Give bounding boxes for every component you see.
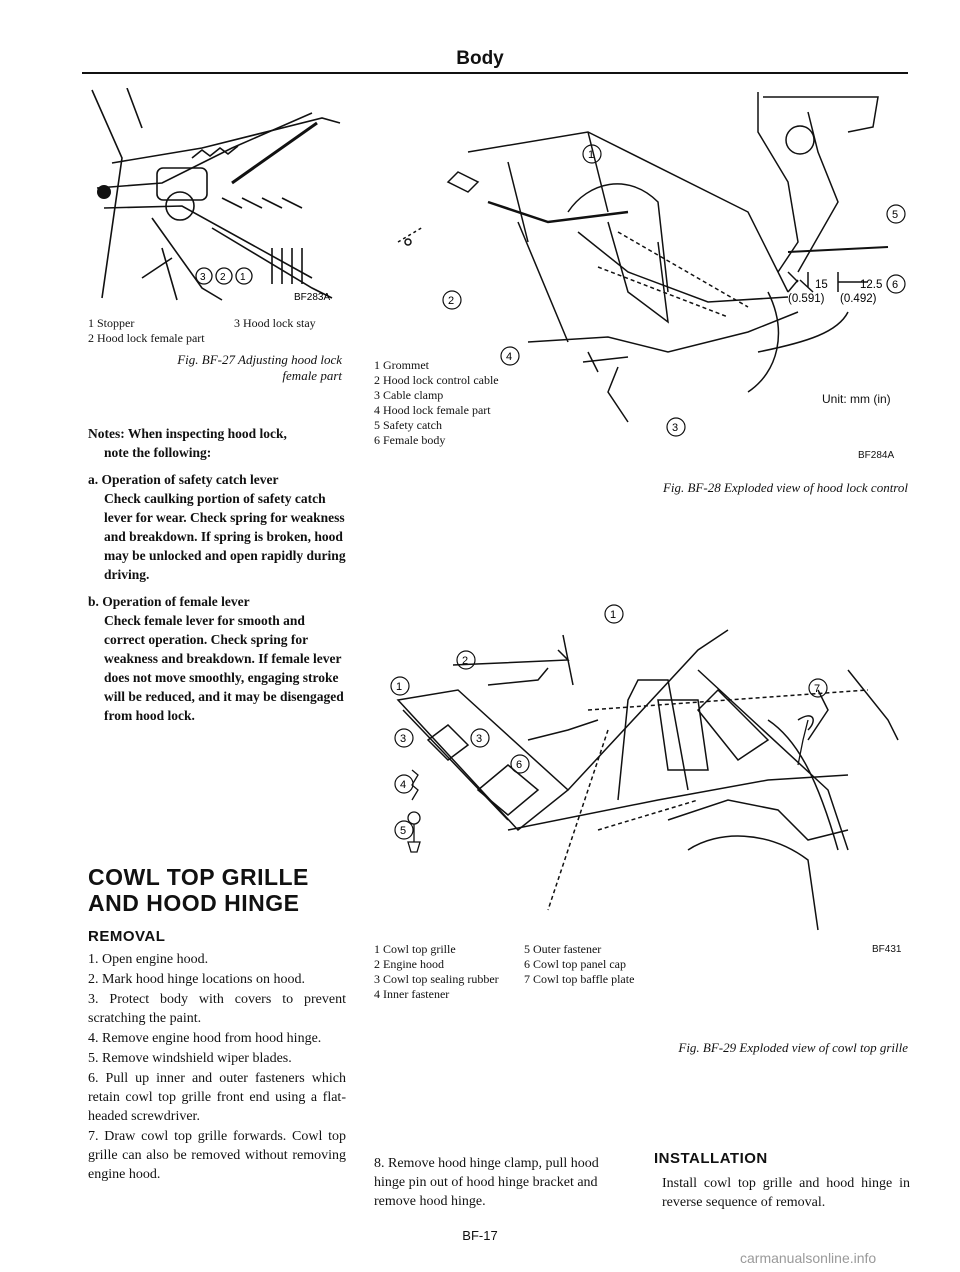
removal-step: 7. Draw cowl top grille forwards. Cowl t…	[88, 1129, 346, 1182]
removal-step: 6. Pull up inner and outer fasteners whi…	[88, 1071, 346, 1124]
legend-item: 5 Outer fastener	[524, 942, 602, 956]
callout-4: 4	[400, 779, 406, 791]
removal-heading: REMOVAL	[88, 928, 166, 945]
callout-3: 3	[672, 422, 678, 434]
figure-code-bf284a: BF284A	[858, 450, 895, 461]
inspection-notes: Notes: When inspecting hood lock, note t…	[88, 424, 346, 733]
note-b: b. Operation of female lever Check femal…	[88, 594, 344, 723]
legend-item: 4 Hood lock female part	[374, 403, 491, 417]
removal-step-8: 8. Remove hood hinge clamp, pull hood hi…	[374, 1156, 599, 1209]
callout-3: 3	[476, 733, 482, 745]
header-rule	[82, 72, 908, 74]
legend-item: 6 Female body	[374, 433, 446, 447]
callout-1: 1	[588, 149, 594, 161]
callout-5: 5	[400, 825, 406, 837]
figure-bf29-illustration: 1 2 1 3 3 4 5 6 7	[368, 590, 908, 940]
notes-intro: Notes: When inspecting hood lock, note t…	[88, 426, 287, 460]
callout-2: 2	[448, 295, 454, 307]
legend-item: 2 Hood lock female part	[88, 331, 205, 345]
callout-6: 6	[892, 279, 898, 291]
dimension-15-inches: (0.591)	[788, 293, 825, 305]
hood-lock-control-drawing: 1 2 4 3 5 6 15 (0.591) 12.5 (0.492)	[397, 92, 906, 437]
callout-1: 1	[396, 681, 402, 693]
cowl-top-grille-drawing: 1 2 1 3 3 4 5 6 7	[390, 604, 899, 931]
installation-heading: INSTALLATION	[654, 1150, 768, 1167]
legend-item: 7 Cowl top baffle plate	[524, 972, 635, 986]
callout-3: 3	[200, 272, 206, 283]
callout-5: 5	[892, 209, 898, 221]
legend-item: 3 Cable clamp	[374, 388, 444, 402]
removal-step: 3. Protect body with covers to prevent s…	[88, 992, 346, 1026]
removal-step: 5. Remove windshield wiper blades.	[88, 1051, 292, 1066]
legend-item: 6 Cowl top panel cap	[524, 957, 626, 971]
hood-lock-female-part-drawing: 3 2 1 BF283A	[91, 88, 341, 303]
figure-code-bf431: BF431	[872, 944, 902, 955]
page-header-title: Body	[456, 48, 504, 69]
dimension-12-5-inches: (0.492)	[840, 293, 877, 305]
section-title: COWL TOP GRILLE AND HOOD HINGE	[88, 864, 309, 916]
callout-1: 1	[610, 609, 616, 621]
legend-item: 3 Cowl top sealing rubber	[374, 972, 499, 986]
fig29-legend-right: 5 Outer fastener 6 Cowl top panel cap 7 …	[524, 942, 634, 987]
legend-item: 1 Stopper	[88, 316, 135, 330]
removal-step: 1. Open engine hood.	[88, 952, 209, 967]
fig28-legend: 1 Grommet 2 Hood lock control cable 3 Ca…	[374, 358, 499, 448]
callout-7: 7	[814, 683, 820, 695]
note-a: a. Operation of safety catch lever Check…	[88, 472, 346, 582]
fig28-unit-label: Unit: mm (in)	[822, 392, 891, 406]
callout-3: 3	[400, 733, 406, 745]
fig27-legend-left: 1 Stopper 2 Hood lock female part	[88, 316, 205, 346]
dimension-15: 15	[815, 279, 828, 291]
legend-item: 3 Hood lock stay	[234, 316, 316, 330]
legend-item: 2 Hood lock control cable	[374, 373, 499, 387]
callout-6: 6	[516, 759, 522, 771]
figure-bf28-illustration: 1 2 4 3 5 6 15 (0.591) 12.5 (0.492)	[368, 92, 908, 467]
fig29-legend-left: 1 Cowl top grille 2 Engine hood 3 Cowl t…	[374, 942, 499, 1002]
callout-1: 1	[240, 272, 246, 283]
figure-code-bf283a: BF283A	[294, 292, 330, 303]
legend-item: 1 Grommet	[374, 358, 429, 372]
figure-bf27-illustration: 3 2 1 BF283A	[82, 88, 344, 310]
removal-step: 2. Mark hood hinge locations on hood.	[88, 972, 305, 987]
fig28-caption: Fig. BF-28 Exploded view of hood lock co…	[662, 480, 908, 495]
fig27-legend-right: 3 Hood lock stay	[234, 316, 316, 331]
installation-text: Install cowl top grille and hood hinge i…	[662, 1176, 910, 1210]
dimension-12-5: 12.5	[860, 279, 882, 291]
removal-steps: 1. Open engine hood. 2. Mark hood hinge …	[88, 950, 346, 1185]
callout-2: 2	[462, 655, 468, 667]
callout-4: 4	[506, 351, 512, 363]
legend-item: 1 Cowl top grille	[374, 942, 456, 956]
fig27-caption: Fig. BF-27 Adjusting hood lock female pa…	[177, 352, 342, 383]
removal-step: 4. Remove engine hood from hood hinge.	[88, 1031, 322, 1046]
legend-item: 4 Inner fastener	[374, 987, 450, 1001]
page-number: BF-17	[462, 1228, 498, 1243]
legend-item: 5 Safety catch	[374, 418, 442, 432]
callout-2: 2	[220, 272, 226, 283]
watermark: carmanualsonline.info	[740, 1250, 877, 1266]
legend-item: 2 Engine hood	[374, 957, 444, 971]
fig29-caption: Fig. BF-29 Exploded view of cowl top gri…	[678, 1040, 908, 1055]
